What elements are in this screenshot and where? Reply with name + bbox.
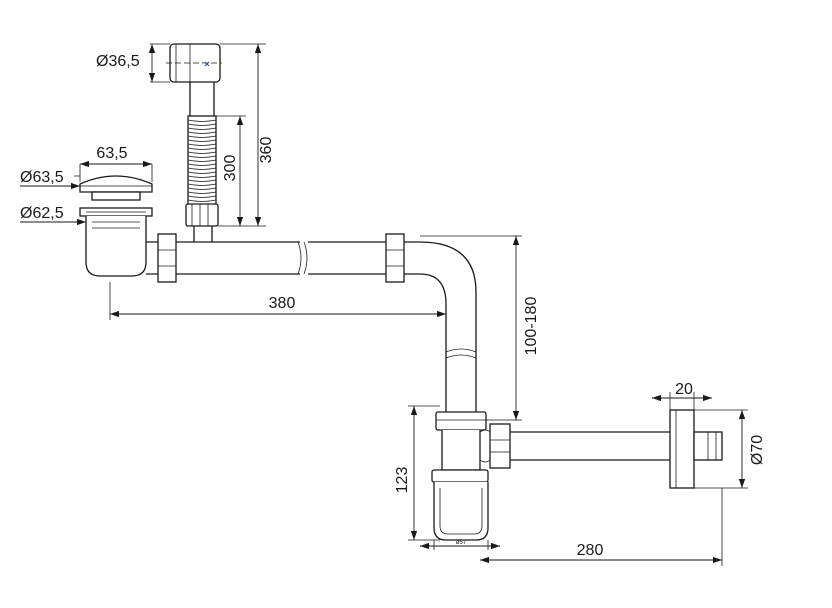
trap-diameter-label: ø57: [456, 540, 467, 546]
hose-rib: [187, 119, 217, 122]
dimension-lines: [20, 43, 748, 566]
wall-flange: [669, 409, 695, 489]
hose-rib: [187, 179, 217, 182]
dimension-labels: Ø36,5 360 300 63,5 Ø63,5 Ø62,5 380 100-1…: [20, 53, 766, 559]
hose-rib: [187, 167, 217, 170]
cap-width-label: 63,5: [96, 145, 127, 162]
outlet-diameter-label: Ø70: [749, 435, 766, 465]
drain-cap: [79, 175, 153, 193]
trap-nut: [435, 411, 487, 431]
outlet-length-label: 280: [577, 542, 604, 559]
bottle-trap: [431, 411, 489, 541]
trap-bottle: [433, 482, 489, 541]
hose-rib: [187, 163, 217, 166]
overflow-diameter-label: Ø36,5: [96, 53, 140, 70]
elbow-pipe: [404, 241, 477, 412]
overflow-height-label: 360: [258, 137, 275, 164]
pipe-nut-left: [157, 233, 177, 283]
overflow-connector: [166, 43, 222, 118]
hose-rib: [187, 175, 217, 178]
hose-rib: [187, 143, 217, 146]
hose-rib: [187, 159, 217, 162]
drain-valve: [79, 175, 153, 277]
hose-rib: [187, 171, 217, 174]
hose-rib: [187, 139, 217, 142]
mark-icon: [204, 61, 210, 67]
trap-height-label: 123: [394, 467, 411, 494]
pipe-nut-right: [385, 233, 405, 283]
hose-rib: [187, 127, 217, 130]
hose-rib: [187, 135, 217, 138]
hose-rib: [187, 191, 217, 194]
body-diameter-label: Ø62,5: [20, 205, 64, 222]
hose-rib: [187, 155, 217, 158]
overflow-hose: [185, 115, 219, 242]
hose-rib: [187, 131, 217, 134]
outlet-pipe: [479, 409, 723, 489]
cap-diameter-label: Ø63,5: [20, 169, 64, 186]
pipe-length-label: 380: [269, 295, 296, 312]
hose-rib: [187, 123, 217, 126]
hose-rib: [187, 199, 217, 202]
drain-body: [85, 216, 147, 277]
hose-rib: [187, 147, 217, 150]
hose-rib: [187, 195, 217, 198]
hose-length-label: 300: [222, 155, 239, 182]
drop-range-label: 100-180: [523, 297, 540, 356]
flange-thickness-label: 20: [675, 381, 693, 398]
hose-rib: [187, 187, 217, 190]
horizontal-pipe: [146, 233, 405, 283]
hose-rib: [187, 183, 217, 186]
hose-rib: [187, 151, 217, 154]
outlet-nut: [489, 423, 511, 469]
